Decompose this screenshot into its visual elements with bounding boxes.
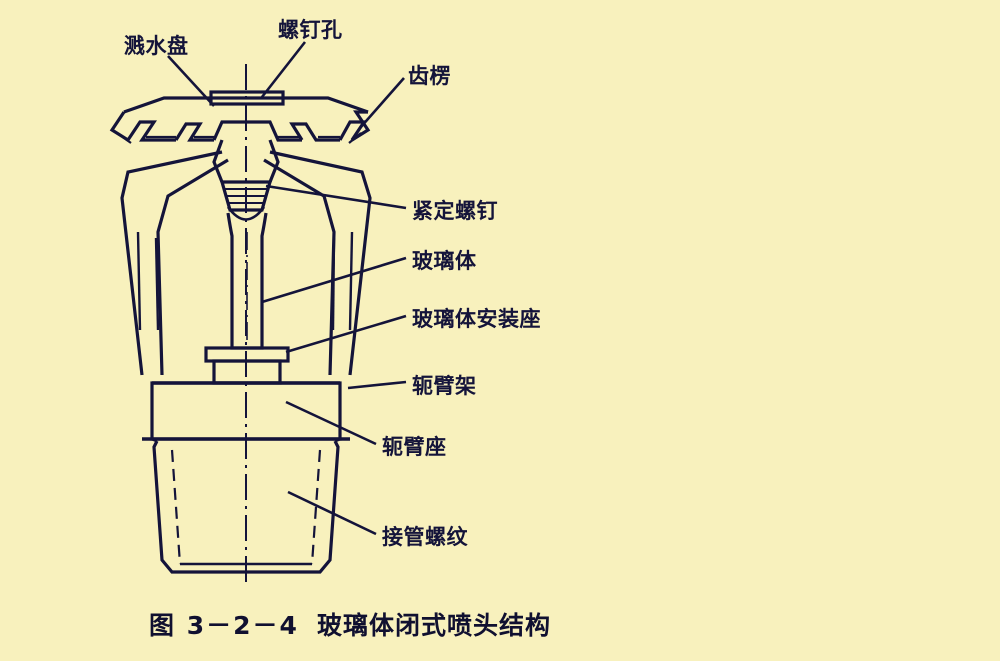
yoke-detail-right-1: [348, 231, 354, 331]
bulb-tip-dome: [226, 206, 266, 221]
pipe-thread-inner-right: [310, 449, 322, 565]
yoke-detail-right-2: [331, 237, 336, 331]
leader-glass-bulb: [261, 256, 407, 304]
deflector-tooth-left-outer: [109, 111, 176, 143]
leader-yoke-frame: [347, 380, 407, 390]
label-deflector: 溅水盘: [124, 34, 189, 58]
diagram-linework: [109, 41, 407, 586]
deflector-tooth-left-inner: [174, 122, 214, 142]
pipe-thread-outer: [152, 440, 340, 574]
yoke-arm-left-outer: [120, 150, 223, 376]
label-yoke-base: 轭臂座: [382, 435, 447, 459]
leader-deflector: [167, 55, 215, 107]
label-bulb-seat: 玻璃体安装座: [412, 307, 541, 331]
leader-yoke-base: [285, 400, 377, 446]
tooth-shading-left: [116, 132, 132, 144]
pipe-shoulder-left: [151, 437, 158, 443]
leader-set-screw: [265, 184, 407, 210]
pipe-thread-inner-left: [170, 449, 182, 565]
yoke-arm-left-inner: [156, 158, 229, 376]
leader-screw-hole: [260, 41, 307, 98]
deflector-tooth-right-inner: [289, 122, 340, 142]
deflector-stem-right: [268, 139, 280, 183]
pipe-shoulder-right: [334, 437, 341, 443]
deflector-tooth-right-outer: [338, 110, 371, 142]
leader-tooth-ridge: [359, 77, 405, 129]
leader-pipe-thread: [287, 490, 377, 536]
tooth-shading-right: [348, 132, 362, 144]
caption-title: 玻璃体闭式喷头结构: [316, 611, 551, 640]
label-set-screw: 紧定螺钉: [412, 199, 498, 223]
label-pipe-thread: 接管螺纹: [382, 525, 468, 549]
label-yoke-frame: 轭臂架: [412, 374, 477, 398]
leader-bulb-seat: [285, 314, 407, 354]
deflector-central-hub: [212, 120, 302, 142]
leader-lines: [167, 41, 407, 536]
yoke-detail-left-1: [136, 231, 142, 331]
yoke-detail-left-2: [154, 237, 160, 331]
label-tooth-ridge: 齿楞: [408, 64, 451, 88]
deflector-stem-left: [212, 139, 224, 183]
figure-caption: 图 3－2－4 玻璃体闭式喷头结构: [0, 606, 700, 642]
caption-number: 图 3－2－4: [149, 611, 299, 640]
label-glass-bulb: 玻璃体: [412, 249, 477, 273]
yoke-arm-right-outer: [269, 150, 372, 376]
deflector-top-flange: [123, 96, 369, 114]
yoke-arm-right-inner: [263, 158, 336, 376]
label-screw-hole: 螺钉孔: [278, 18, 343, 42]
